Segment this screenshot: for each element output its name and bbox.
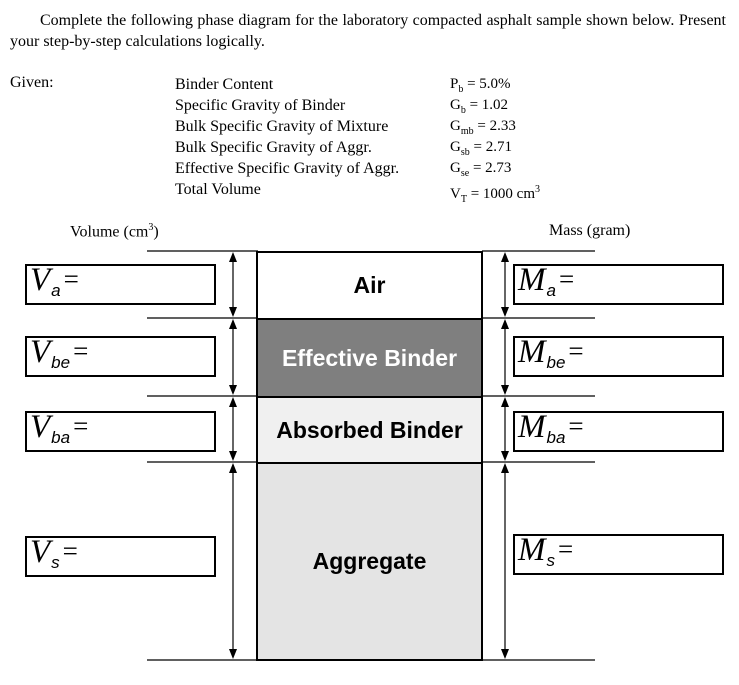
given-label: Given:	[10, 74, 54, 91]
given-mixture-gravity-label: Bulk Specific Gravity of Mixture	[175, 118, 389, 135]
given-gsb-value: Gsb = 2.71	[450, 139, 512, 158]
dimension-arrowheads	[229, 252, 509, 659]
aggregate-phase: Aggregate	[256, 462, 483, 661]
given-binder-content-label: Binder Content	[175, 76, 274, 93]
absorbed-binder-phase: Absorbed Binder	[256, 396, 483, 464]
volume-aggregate-box[interactable]: Vs=	[25, 534, 216, 577]
instructions-text: Complete the following phase diagram for…	[10, 12, 726, 50]
volume-axis-title: Volume (cm3)	[70, 222, 159, 241]
volume-absorbed-binder-box[interactable]: Vba=	[25, 409, 216, 452]
given-gb-value: Gb = 1.02	[450, 97, 509, 116]
given-vt-value: VT = 1000 cm3	[450, 184, 540, 205]
volume-effective-binder-box[interactable]: Vbe=	[25, 334, 216, 377]
mass-absorbed-binder-box[interactable]: Mba=	[513, 409, 724, 452]
mass-aggregate-box[interactable]: Ms=	[513, 532, 724, 575]
mass-effective-binder-box[interactable]: Mbe=	[513, 334, 724, 377]
given-total-volume-label: Total Volume	[175, 181, 261, 198]
given-aggr-effective-gravity-label: Effective Specific Gravity of Aggr.	[175, 160, 400, 177]
given-aggr-bulk-gravity-label: Bulk Specific Gravity of Aggr.	[175, 139, 372, 156]
given-binder-gravity-label: Specific Gravity of Binder	[175, 97, 346, 114]
volume-air-box[interactable]: Va=	[25, 262, 216, 305]
given-pb-value: Pb = 5.0%	[450, 76, 511, 95]
given-gmb-value: Gmb = 2.33	[450, 118, 516, 137]
given-gse-value: Gse = 2.73	[450, 160, 512, 179]
effective-binder-phase: Effective Binder	[256, 318, 483, 398]
air-phase: Air	[256, 251, 483, 320]
mass-air-box[interactable]: Ma=	[513, 262, 724, 305]
mass-axis-title: Mass (gram)	[549, 222, 631, 239]
